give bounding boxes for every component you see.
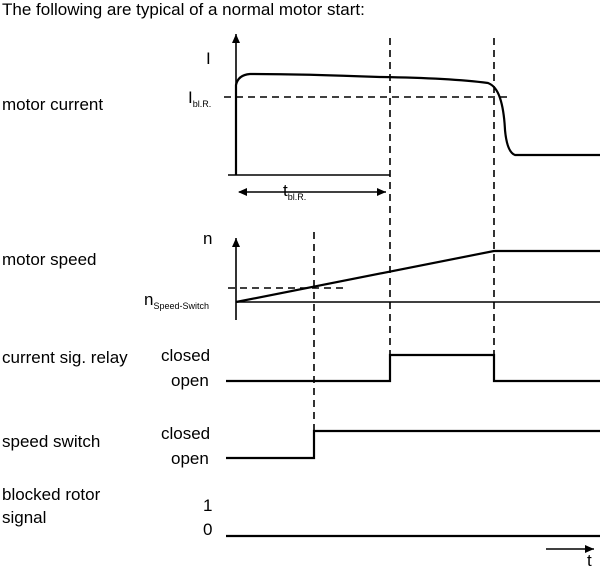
- signal-one-label: 1: [203, 496, 212, 515]
- switch-open-label: open: [171, 449, 209, 468]
- current-axis-label: I: [206, 49, 211, 68]
- motor-current-curve: [234, 72, 600, 175]
- diagram-title: The following are typical of a normal mo…: [2, 0, 365, 19]
- motor-speed-curve: [235, 249, 600, 304]
- relay-open-label: open: [171, 371, 209, 390]
- blocked-current-label: Ibl.R.: [188, 88, 211, 109]
- speed-axis-label: n: [203, 229, 212, 248]
- row-label-motor-speed: motor speed: [2, 250, 97, 269]
- row-label-blocked-rotor-line1: blocked rotor: [2, 485, 101, 504]
- relay-closed-label: closed: [161, 346, 210, 365]
- row-label-blocked-rotor-line2: signal: [2, 508, 46, 527]
- time-axis-label: t: [587, 551, 592, 568]
- switch-closed-label: closed: [161, 424, 210, 443]
- row-label-motor-current: motor current: [2, 95, 103, 114]
- speed-switch-signal: [226, 429, 600, 460]
- row-label-current-sig-relay: current sig. relay: [2, 348, 128, 367]
- row-label-speed-switch: speed switch: [2, 432, 100, 451]
- signal-zero-label: 0: [203, 520, 212, 539]
- current-sig-relay-signal: [226, 353, 600, 383]
- speed-switch-threshold-label: nSpeed-Switch: [144, 290, 209, 311]
- blocked-time-label: tbl.R.: [283, 181, 306, 202]
